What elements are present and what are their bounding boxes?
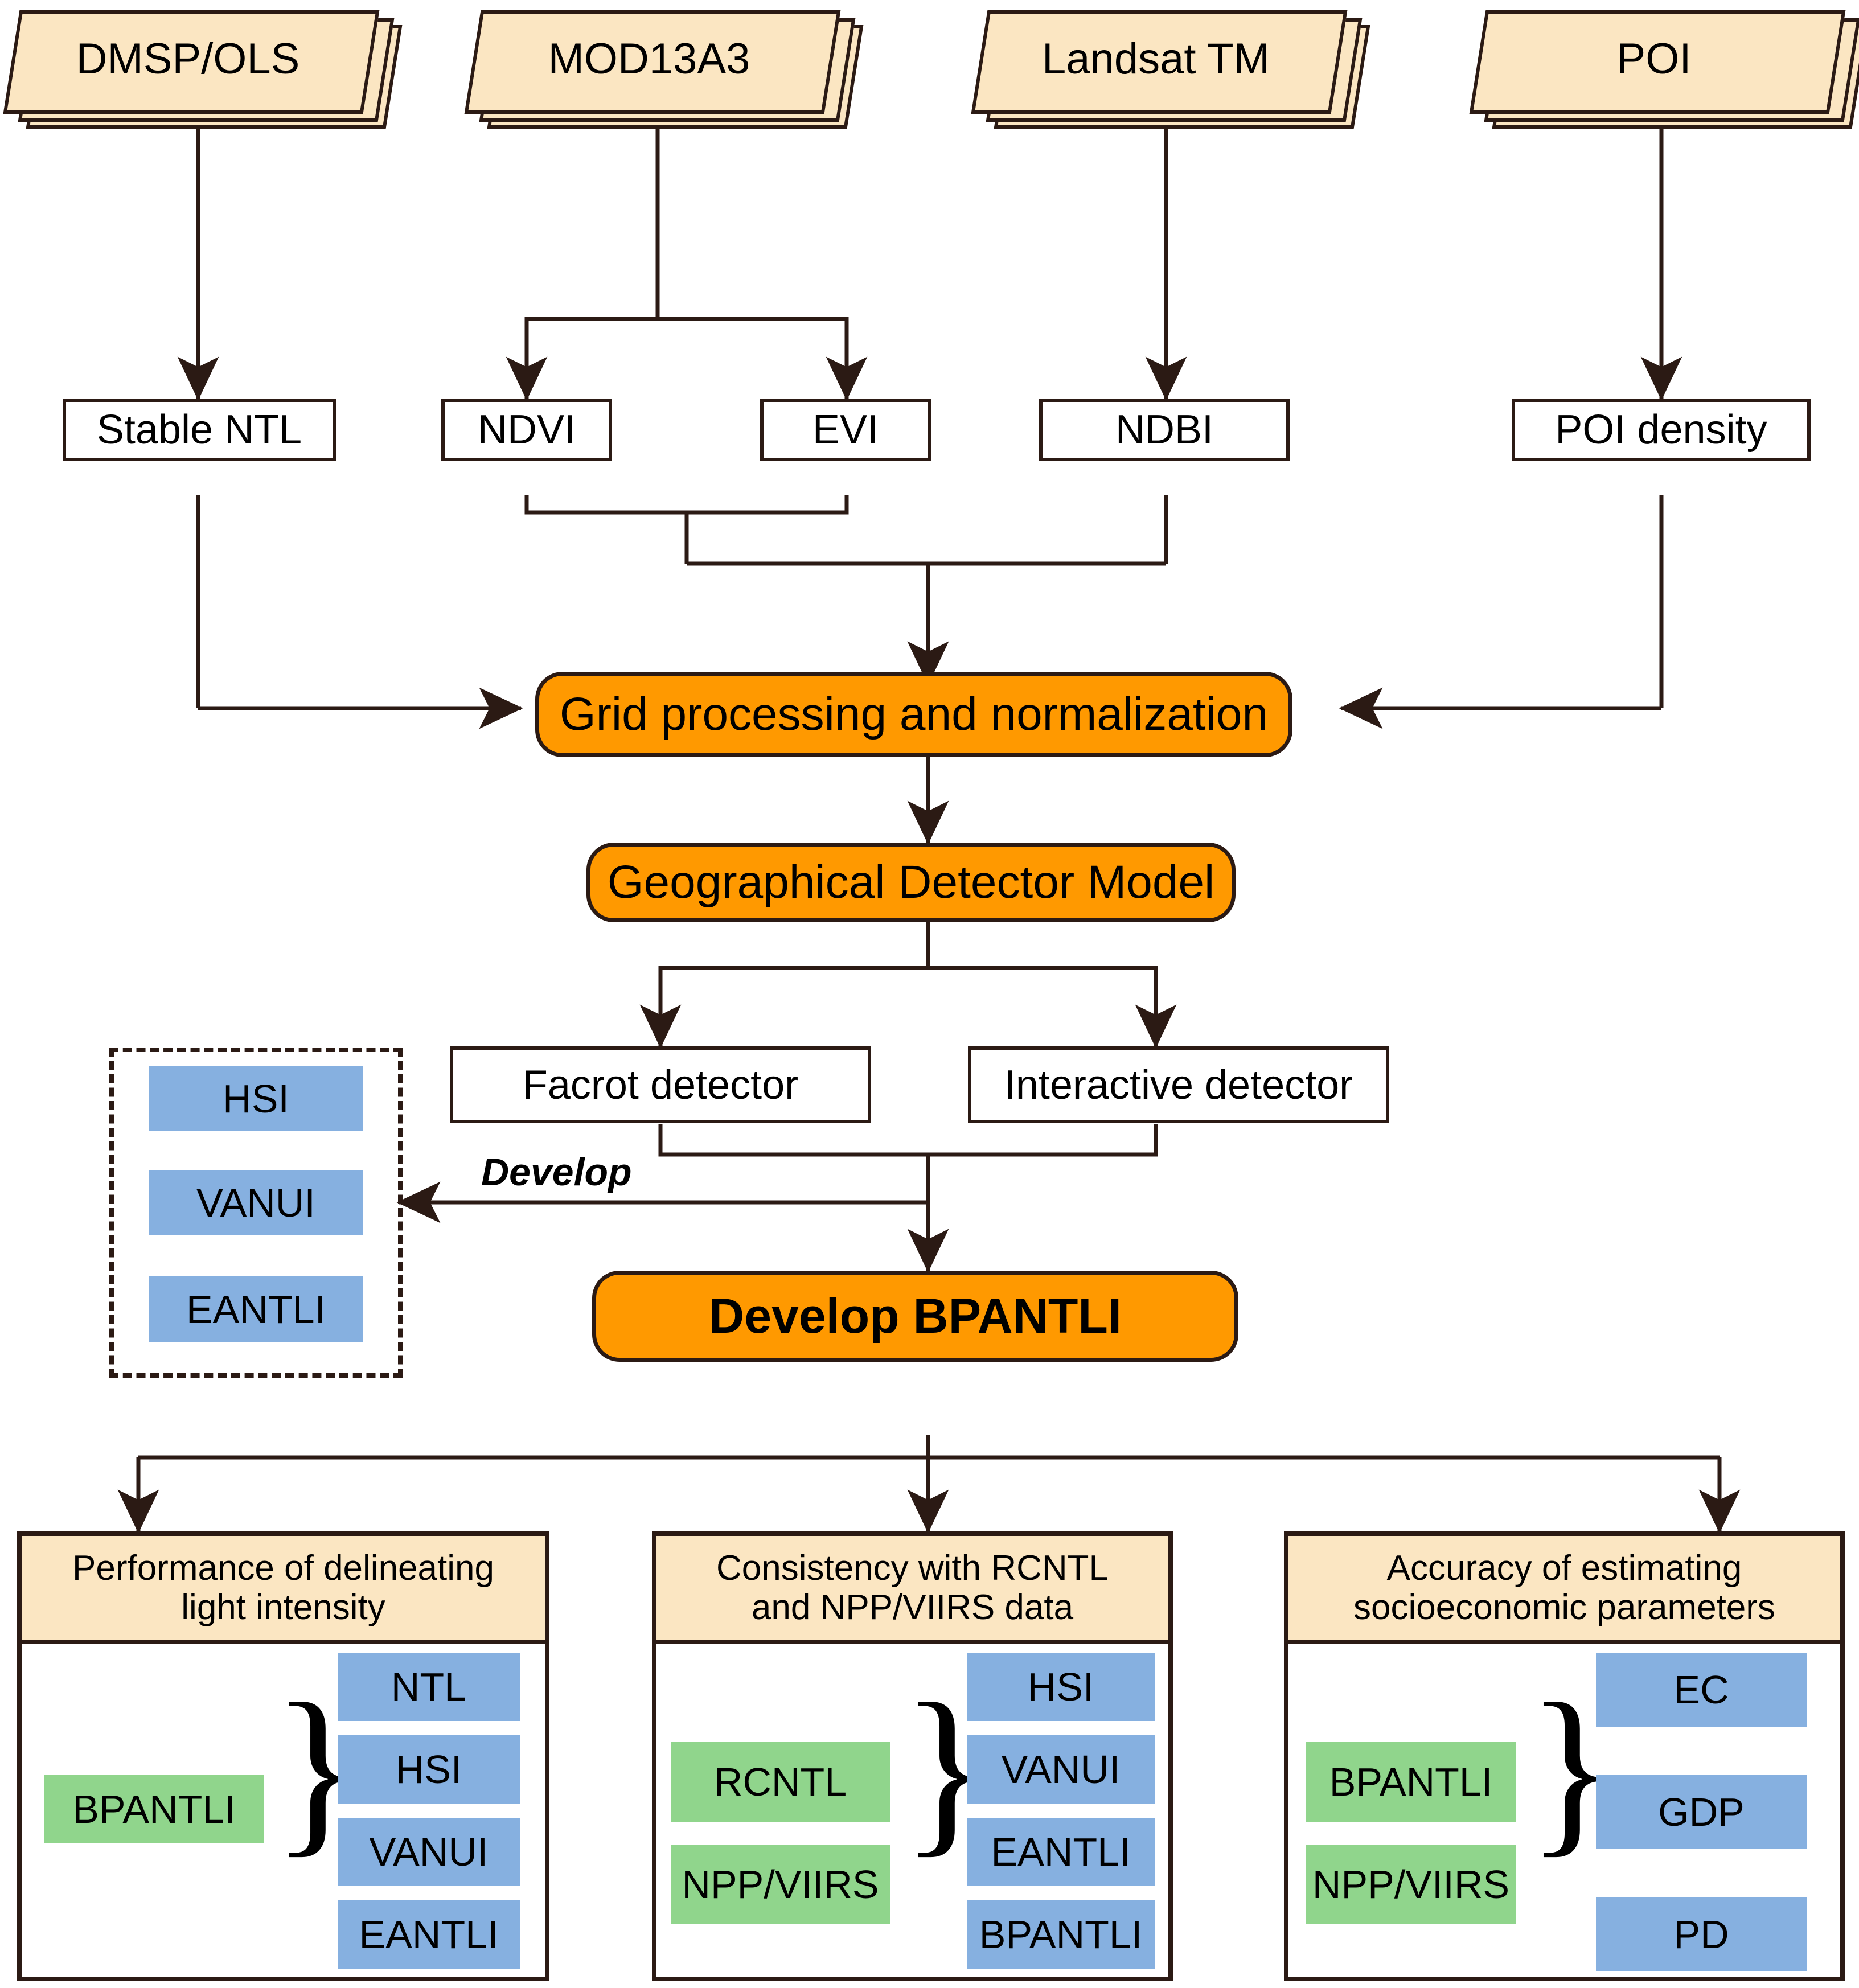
process-develop-bpantli[interactable]: Develop BPANTLI: [592, 1271, 1238, 1362]
chip-label: EANTLI: [991, 1830, 1131, 1874]
index-label: EANTLI: [186, 1287, 326, 1332]
variable-label: NDBI: [1115, 407, 1214, 453]
variable-box-ndbi[interactable]: NDBI: [1039, 399, 1290, 461]
data-source-poi[interactable]: POI: [1469, 10, 1859, 129]
data-source-label: MOD13A3: [548, 34, 750, 83]
detector-box-interactive[interactable]: Interactive detector: [968, 1046, 1389, 1123]
variable-label: EVI: [812, 407, 879, 453]
panel-right-chip-vanui[interactable]: VANUI: [338, 1818, 520, 1886]
panel-body: RCNTL NPP/VIIRS } HSI VANUI EANTLI BPANT…: [656, 1644, 1168, 1975]
variable-box-evi[interactable]: EVI: [760, 399, 931, 461]
panel-body: BPANTLI NPP/VIIRS } EC GDP PD: [1288, 1644, 1840, 1975]
panel-right-chip-bpantli[interactable]: BPANTLI: [967, 1900, 1155, 1969]
process-geographical-detector-model[interactable]: Geographical Detector Model: [586, 843, 1236, 922]
data-source-dmsp-ols[interactable]: DMSP/OLS: [3, 10, 403, 129]
panel-right-chip-hsi[interactable]: HSI: [338, 1735, 520, 1804]
panel-right-chip-hsi[interactable]: HSI: [967, 1653, 1155, 1721]
chip-label: BPANTLI: [1329, 1760, 1493, 1804]
detector-label: Interactive detector: [1004, 1062, 1353, 1108]
panel-heading: Consistency with RCNTL and NPP/VIIRS dat…: [656, 1536, 1168, 1644]
chip-label: PD: [1673, 1912, 1729, 1957]
process-label: Grid processing and normalization: [559, 688, 1269, 740]
variable-box-ndvi[interactable]: NDVI: [441, 399, 612, 461]
develop-edge-label: Develop: [481, 1151, 632, 1194]
variable-label: Stable NTL: [96, 407, 302, 453]
panel-right-chip-eantli[interactable]: EANTLI: [967, 1818, 1155, 1886]
process-grid-processing[interactable]: Grid processing and normalization: [535, 672, 1292, 757]
data-source-label: POI: [1616, 34, 1692, 83]
chip-label: HSI: [395, 1747, 462, 1792]
chip-label: NPP/VIIRS: [1312, 1862, 1510, 1907]
panel-right-chip-gdp[interactable]: GDP: [1596, 1775, 1807, 1849]
chip-label: GDP: [1658, 1790, 1745, 1834]
chip-label: EC: [1673, 1667, 1729, 1712]
panel-left-chip-npp-viirs[interactable]: NPP/VIIRS: [1306, 1845, 1516, 1924]
variable-box-stable-ntl[interactable]: Stable NTL: [63, 399, 336, 461]
index-chip-eantli[interactable]: EANTLI: [149, 1276, 363, 1342]
index-label: VANUI: [196, 1180, 315, 1225]
chip-label: BPANTLI: [979, 1912, 1143, 1957]
variable-box-poi-density[interactable]: POI density: [1512, 399, 1811, 461]
index-label: HSI: [223, 1076, 289, 1121]
panel-right-chip-pd[interactable]: PD: [1596, 1897, 1807, 1971]
panel-right-chip-vanui[interactable]: VANUI: [967, 1735, 1155, 1804]
process-label: Geographical Detector Model: [607, 856, 1215, 908]
data-source-label: DMSP/OLS: [76, 34, 300, 83]
chip-label: EANTLI: [359, 1912, 499, 1957]
panel-right-chip-ec[interactable]: EC: [1596, 1653, 1807, 1727]
chip-label: VANUI: [369, 1830, 489, 1874]
detector-label: Facrot detector: [522, 1062, 799, 1108]
chip-label: NTL: [391, 1665, 467, 1709]
edges: [177, 106, 1682, 685]
panel-left-chip-bpantli[interactable]: BPANTLI: [44, 1775, 264, 1843]
chip-label: HSI: [1027, 1665, 1094, 1709]
existing-indices-group: [109, 1048, 403, 1378]
variable-label: POI density: [1555, 407, 1767, 453]
panel-heading: Accuracy of estimating socioeconomic par…: [1288, 1536, 1840, 1644]
panel-body: BPANTLI } NTL HSI VANUI EANTLI: [22, 1644, 545, 1975]
index-chip-hsi[interactable]: HSI: [149, 1066, 363, 1131]
chip-label: RCNTL: [713, 1760, 847, 1804]
result-panel-light-intensity[interactable]: Performance of delineating light intensi…: [17, 1531, 549, 1981]
chip-label: BPANTLI: [72, 1787, 236, 1831]
chip-label: NPP/VIIRS: [682, 1862, 879, 1907]
result-panel-socioeconomic[interactable]: Accuracy of estimating socioeconomic par…: [1284, 1531, 1845, 1981]
panel-right-chip-ntl[interactable]: NTL: [338, 1653, 520, 1721]
variable-label: NDVI: [477, 407, 576, 453]
panel-right-chip-eantli[interactable]: EANTLI: [338, 1900, 520, 1969]
data-source-mod13a3[interactable]: MOD13A3: [464, 10, 864, 129]
panel-left-chip-bpantli[interactable]: BPANTLI: [1306, 1742, 1516, 1822]
detector-box-facrot[interactable]: Facrot detector: [450, 1046, 871, 1123]
process-label: Develop BPANTLI: [709, 1288, 1122, 1344]
data-source-label: Landsat TM: [1042, 34, 1270, 83]
data-source-landsat-tm[interactable]: Landsat TM: [971, 10, 1370, 129]
panel-left-chip-rcntl[interactable]: RCNTL: [671, 1742, 890, 1822]
index-chip-vanui[interactable]: VANUI: [149, 1170, 363, 1235]
panel-left-chip-npp-viirs[interactable]: NPP/VIIRS: [671, 1845, 890, 1924]
result-panel-consistency[interactable]: Consistency with RCNTL and NPP/VIIRS dat…: [652, 1531, 1173, 1981]
chip-label: VANUI: [1001, 1747, 1121, 1792]
panel-heading: Performance of delineating light intensi…: [22, 1536, 545, 1644]
